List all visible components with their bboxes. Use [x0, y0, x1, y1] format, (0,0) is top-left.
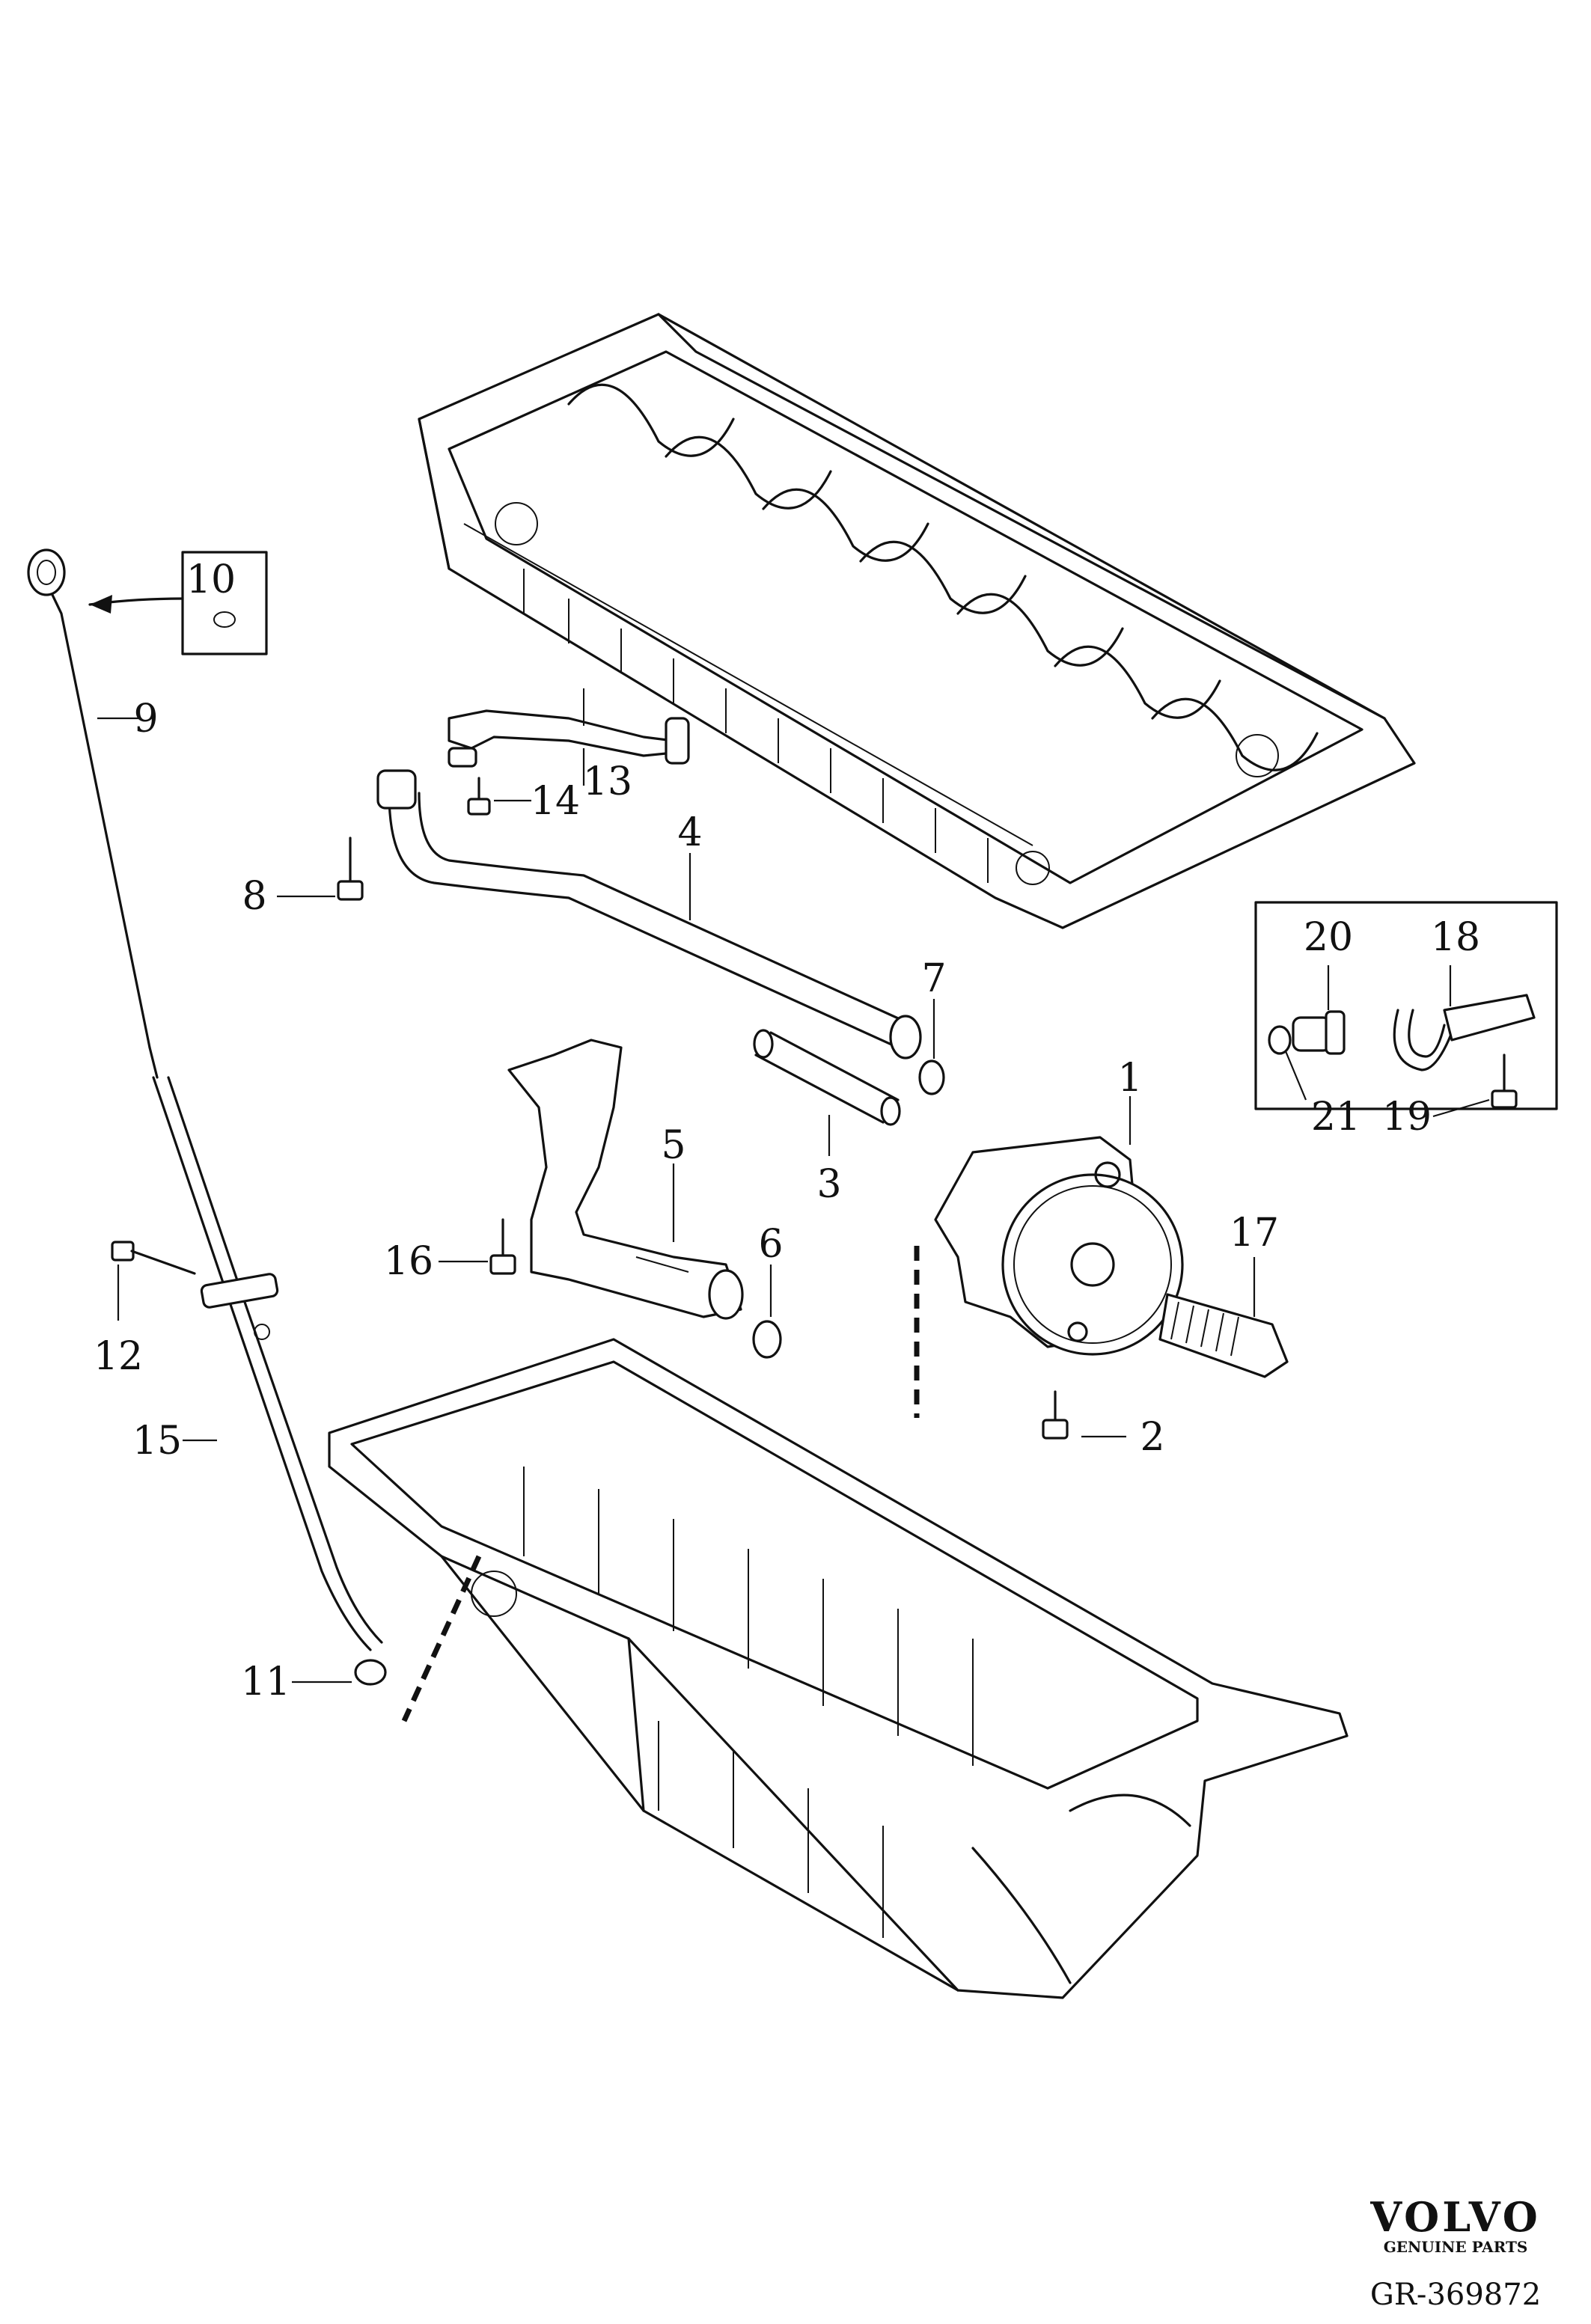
callout-2: 2	[1140, 1415, 1164, 1460]
dipstick-tube	[152, 1076, 383, 1651]
brand-logo: VOLVO	[1369, 2193, 1541, 2241]
detail-box-18-21	[1254, 901, 1558, 1110]
assembly-line-dipstick	[401, 1555, 482, 1722]
leader-lines	[97, 717, 1490, 1684]
brand-subtitle: GENUINE PARTS	[1384, 2238, 1528, 2256]
callout-21: 21	[1311, 1095, 1361, 1140]
callout-5: 5	[661, 1123, 685, 1168]
relief-valve	[1158, 1293, 1289, 1378]
o-ring-7	[918, 1059, 945, 1095]
diagram-reference: GR-369872	[1370, 2278, 1541, 2312]
callout-4: 4	[677, 810, 702, 855]
o-ring-21	[1268, 1025, 1292, 1055]
bolt-12	[111, 1241, 196, 1275]
detail-box-10	[88, 551, 268, 655]
callout-20: 20	[1304, 915, 1353, 960]
callout-13: 13	[583, 759, 632, 804]
oil-pump	[934, 1136, 1184, 1356]
oil-pickup	[507, 1039, 744, 1320]
callout-12: 12	[94, 1334, 143, 1379]
bracket-13	[448, 688, 690, 768]
oil-tubes	[376, 769, 922, 1126]
callout-9: 9	[133, 697, 158, 741]
dipstick	[27, 548, 159, 1079]
callout-7: 7	[921, 956, 946, 1001]
callout-3: 3	[816, 1162, 841, 1207]
engine-block	[418, 313, 1416, 929]
callout-18: 18	[1431, 915, 1480, 960]
callout-8: 8	[242, 874, 266, 919]
bolt-2	[1042, 1390, 1069, 1440]
callout-16: 16	[384, 1239, 433, 1284]
callout-17: 17	[1230, 1211, 1279, 1256]
bolt-8	[337, 837, 364, 901]
callout-1: 1	[1117, 1056, 1142, 1101]
bolt-16	[489, 1218, 516, 1275]
callout-10: 10	[186, 557, 236, 602]
bolt-14	[467, 777, 491, 816]
callout-6: 6	[758, 1222, 783, 1267]
callout-15: 15	[132, 1419, 182, 1464]
o-ring-6	[752, 1320, 782, 1359]
callout-19: 19	[1382, 1095, 1432, 1140]
callout-14: 14	[531, 779, 580, 824]
callout-11: 11	[241, 1660, 290, 1704]
o-ring-11	[354, 1659, 387, 1686]
oil-pan	[328, 1338, 1349, 1999]
